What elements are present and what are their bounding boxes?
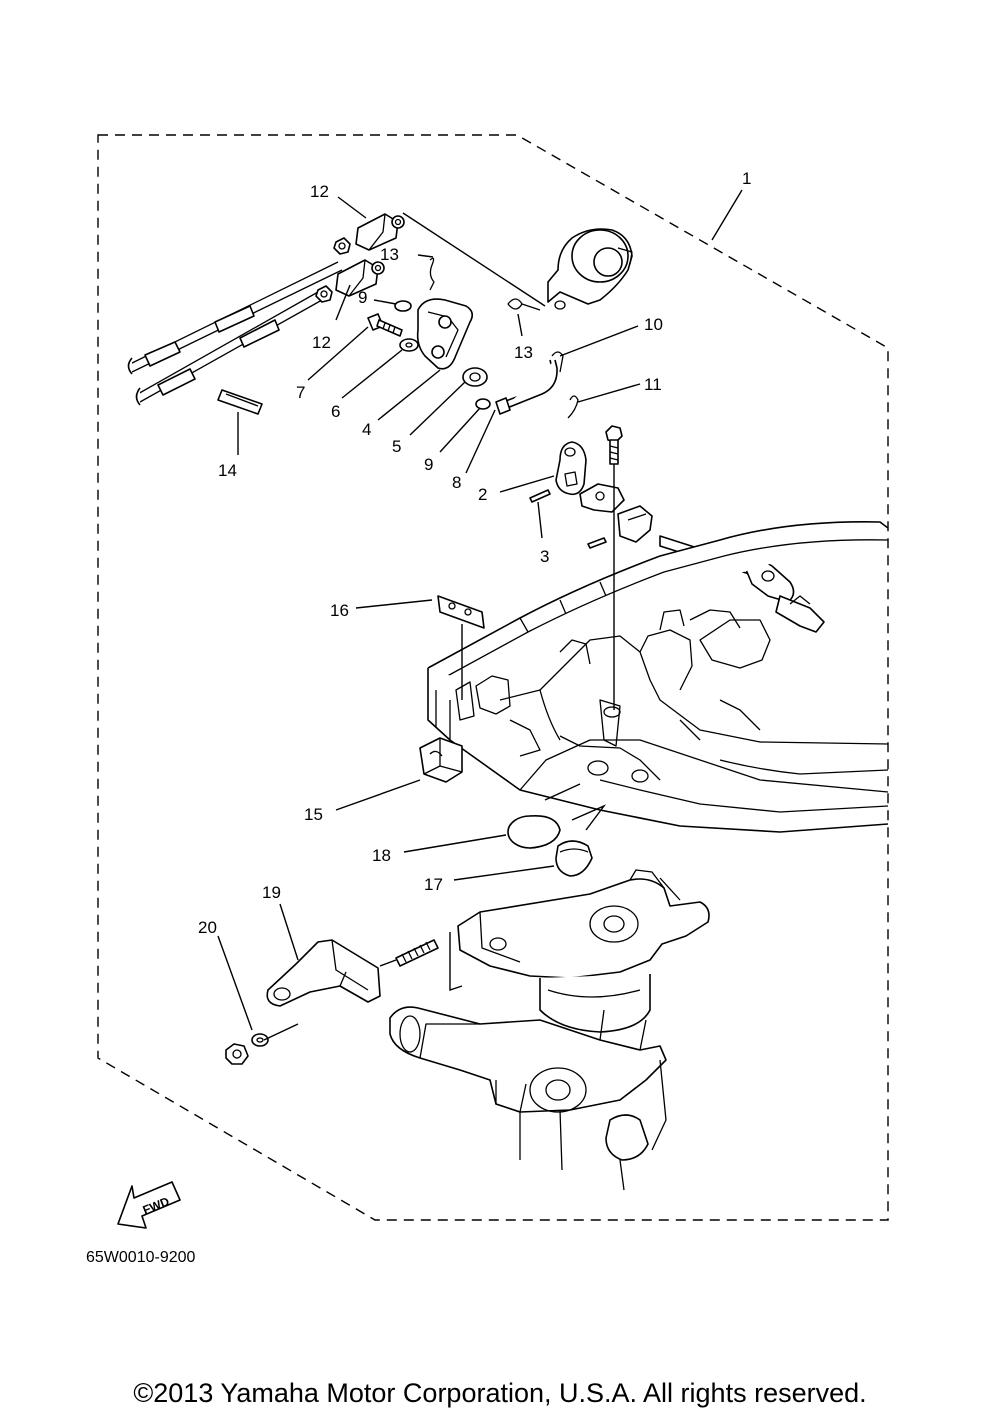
callout-19: 19: [262, 883, 281, 902]
bottom-cowling: [427, 521, 889, 833]
callout-11: 11: [644, 375, 662, 394]
plug-17: [555, 840, 593, 877]
diagram-code: 65W0010-9200: [86, 1249, 196, 1266]
shift-rod-8: [495, 359, 558, 415]
grommet-16: [437, 595, 485, 629]
clips: [429, 257, 579, 419]
cable-nuts: [315, 237, 351, 303]
bolt-7: [367, 313, 403, 337]
callout-4: 4: [362, 420, 371, 439]
callout-6: 6: [331, 402, 340, 421]
callout-12-top: 12: [310, 182, 329, 201]
callout-20: 20: [198, 918, 217, 937]
swivel-bracket: [389, 869, 710, 1191]
callout-17: 17: [424, 875, 443, 894]
callout-7: 7: [296, 383, 305, 402]
callout-12-lower: 12: [312, 333, 331, 352]
callout-16: 16: [330, 601, 349, 620]
nut-and-washer-20: [225, 1033, 269, 1065]
callout-9-lower: 9: [424, 455, 433, 474]
spring: [395, 939, 439, 967]
shift-cam-assembly: [547, 228, 633, 310]
washers: [394, 300, 491, 410]
callout-10: 10: [644, 315, 663, 334]
callout-3: 3: [540, 547, 549, 566]
callout-15: 15: [304, 805, 323, 824]
callout-8: 8: [452, 473, 461, 492]
callout-1: 1: [742, 169, 751, 188]
shift-arm-2: [555, 441, 587, 496]
cable-joint-upper: [355, 213, 405, 251]
bracket-19: [266, 939, 381, 1007]
shift-lever: [416, 298, 474, 370]
assembly-boundary: [97, 134, 889, 1221]
cable-joint-lower: [335, 259, 385, 297]
label-14-tag: [217, 389, 263, 415]
leader-lines: [217, 189, 743, 1041]
callout-2: 2: [478, 485, 487, 504]
callout-5: 5: [392, 437, 401, 456]
callout-13-left: 13: [380, 245, 399, 264]
callout-18: 18: [372, 846, 391, 865]
callout-9-upper: 9: [358, 288, 367, 307]
damper-15: [419, 737, 463, 783]
pin-3: [529, 489, 607, 549]
bracket-bolt: [605, 425, 623, 465]
copyright-notice: ©2013 Yamaha Motor Corporation, U.S.A. A…: [133, 1378, 867, 1408]
forward-arrow-icon: FWD: [117, 1181, 181, 1229]
callout-14: 14: [218, 461, 237, 480]
control-cables: [127, 261, 343, 406]
callout-13-right: 13: [514, 343, 533, 362]
plug-18: [507, 814, 561, 849]
shift-bracket: [579, 483, 653, 543]
collar-5: [462, 367, 488, 387]
callout-numbers: 1 12 13 9 12 13 10 11 7 6 4 5 9 8 2 3 14…: [198, 169, 751, 937]
